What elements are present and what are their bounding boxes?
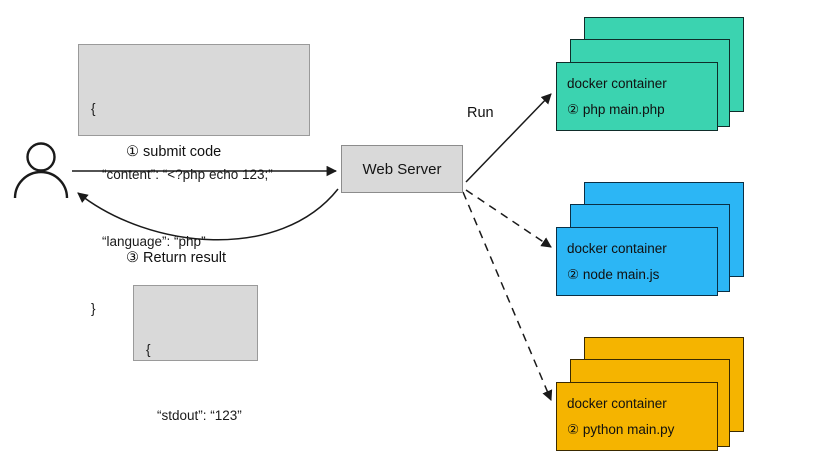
- container-title-node: docker container: [567, 240, 667, 256]
- web-server-node: Web Server: [341, 145, 463, 193]
- user-icon: [13, 142, 69, 199]
- container-title-python: docker container: [567, 395, 667, 411]
- request-json-line-2: “content”: “<?php echo 123;”: [102, 167, 273, 183]
- request-payload-box: { “content”: “<?php echo 123;” “language…: [78, 44, 310, 316]
- edge-label-return-result: ③ Return result: [126, 250, 227, 266]
- container-command-python: ② python main.py: [567, 421, 675, 437]
- container-card-node: docker container ② node main.js: [556, 227, 718, 296]
- request-json-line-3: “language”: “php”: [102, 234, 206, 250]
- edge-run-python: [462, 191, 553, 401]
- container-title-php: docker container: [567, 75, 667, 91]
- edge-label-run: Run: [467, 105, 494, 121]
- edge-label-submit-code: ① submit code: [126, 144, 222, 160]
- web-server-label: Web Server: [362, 160, 442, 178]
- container-card-python: docker container ② python main.py: [556, 382, 718, 451]
- container-command-node: ② node main.js: [567, 266, 660, 282]
- container-stack-php: docker container ② php main.php: [556, 17, 756, 152]
- container-command-php: ② php main.php: [567, 101, 665, 117]
- request-json-line-4: }: [91, 300, 96, 316]
- edge-run-node: [465, 189, 552, 248]
- request-json-line-1: {: [91, 100, 96, 116]
- response-json-line-1: {: [146, 341, 151, 357]
- container-card-php: docker container ② php main.php: [556, 62, 718, 131]
- container-stack-node: docker container ② node main.js: [556, 182, 756, 317]
- response-payload-box: { “stdout”: “123” “time”: 0.02 }: [133, 285, 258, 423]
- response-json-line-2: “stdout”: “123”: [157, 408, 242, 424]
- container-stack-python: docker container ② python main.py: [556, 337, 756, 458]
